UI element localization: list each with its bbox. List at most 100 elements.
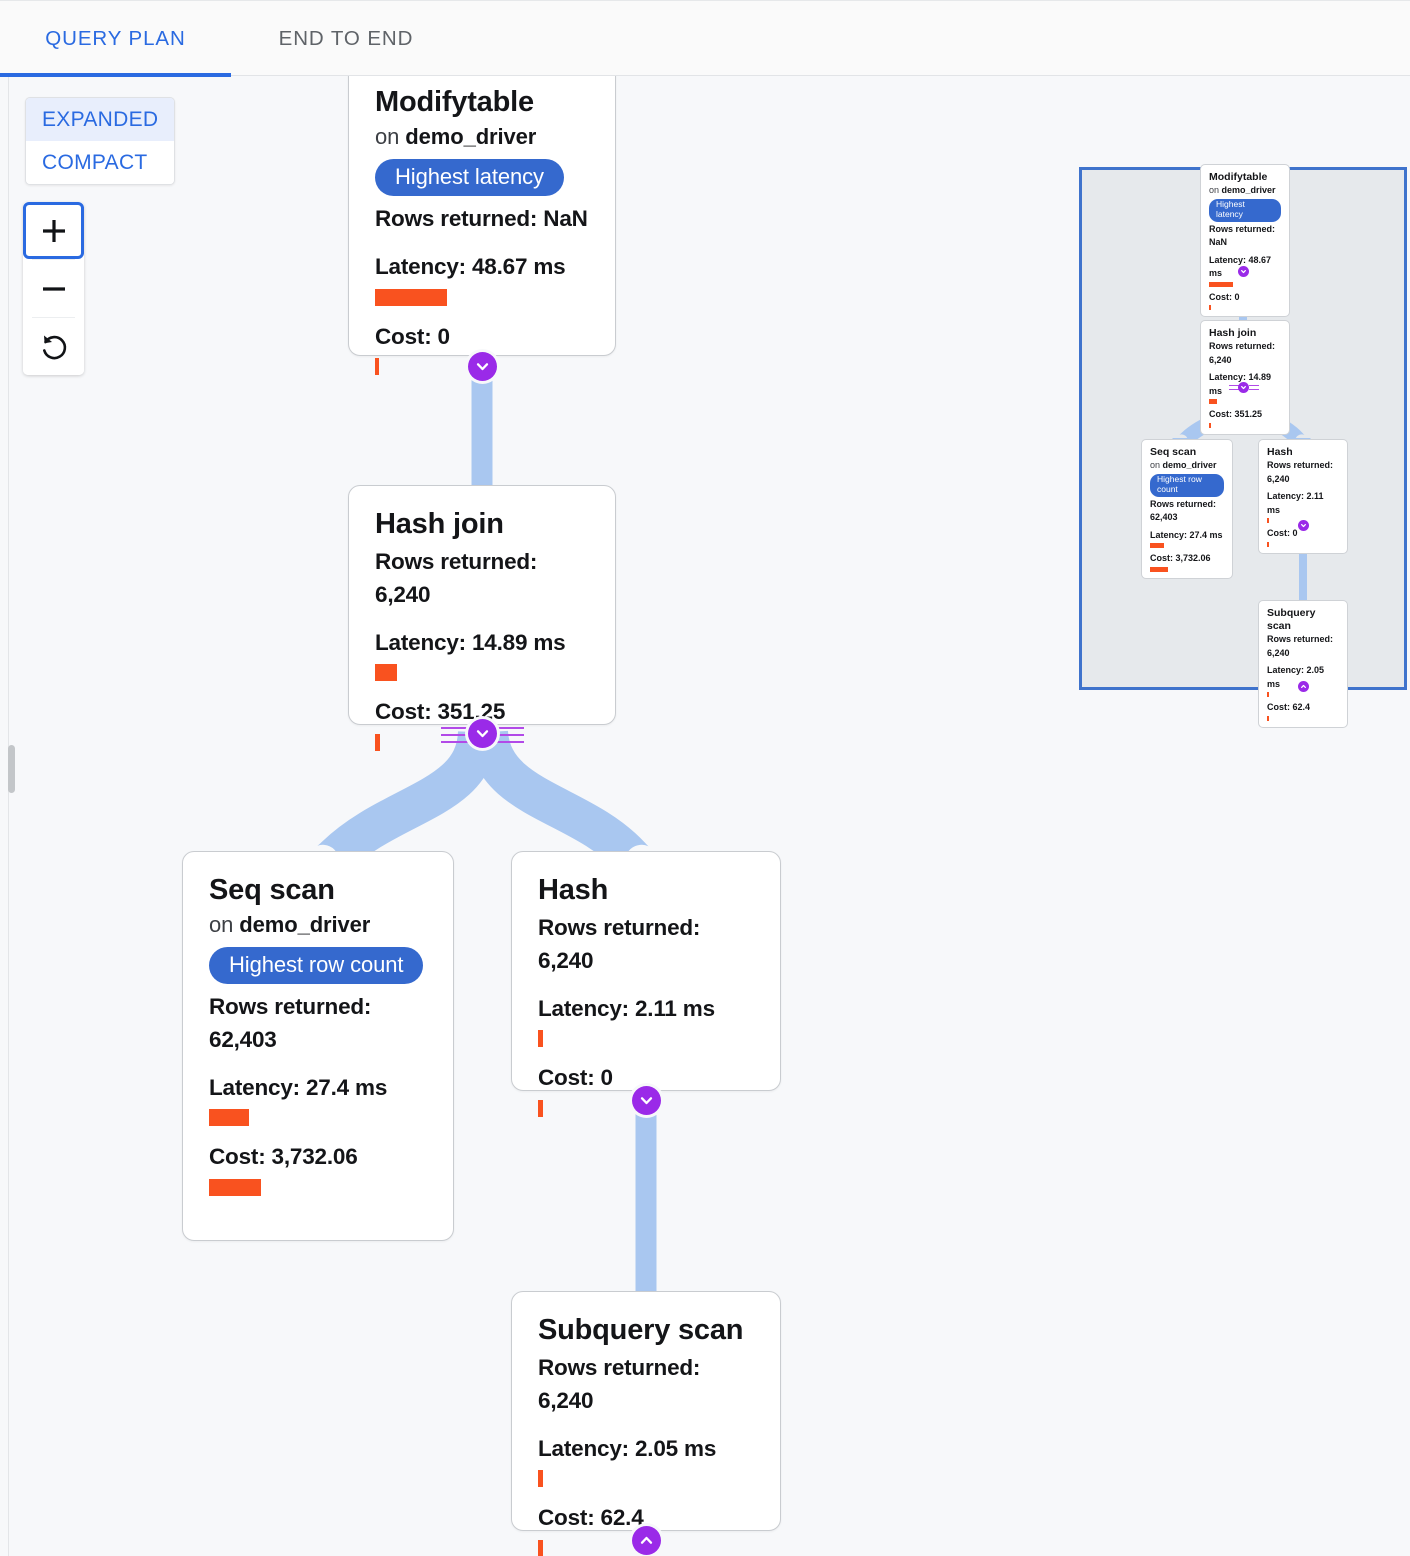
latency-bar xyxy=(538,1470,543,1488)
node-title: Subquery scan xyxy=(538,1314,744,1346)
tab-query-plan[interactable]: QUERY PLAN xyxy=(0,1,231,77)
join-line-right-2 xyxy=(496,734,524,736)
minimap-node-title: Hash xyxy=(1267,446,1293,458)
collapse-toggle-hash[interactable] xyxy=(632,1086,661,1115)
minimap-chevron-modifytable xyxy=(1238,266,1249,277)
latency-bar xyxy=(209,1109,249,1127)
minimap-cost-bar xyxy=(1150,566,1168,572)
plan-node-seq-scan[interactable]: Seq scan on demo_driver Highest row coun… xyxy=(182,851,454,1241)
reset-counterclockwise-icon xyxy=(42,335,66,359)
spacer xyxy=(375,306,589,321)
minimap-relation-name: demo_driver xyxy=(1221,185,1276,196)
spacer xyxy=(538,1047,754,1062)
minimap-rows: Rows returned: 6,240 xyxy=(1209,341,1276,365)
minimap-cost: Cost: 0 xyxy=(1209,291,1240,302)
node-relation-name: demo_driver xyxy=(405,124,537,150)
node-cost: Cost: 62.4 xyxy=(538,1505,644,1531)
minimap-cost-bar xyxy=(1267,715,1269,721)
node-cost: Cost: 3,732.06 xyxy=(209,1144,358,1170)
latency-bar xyxy=(375,288,447,306)
tab-end-to-end[interactable]: END TO END xyxy=(231,1,461,77)
minimap-cost: Cost: 3,732.06 xyxy=(1150,553,1211,564)
chevron-up-icon xyxy=(1301,684,1306,689)
cost-bar xyxy=(538,1539,543,1556)
node-relation-prefix: on xyxy=(209,912,234,938)
expand-toggle-subquery-scan[interactable] xyxy=(632,1526,661,1555)
join-line-left-1 xyxy=(441,727,469,729)
reset-view-button[interactable] xyxy=(23,318,84,375)
minimap-latency-bar xyxy=(1267,692,1269,698)
minimap-latency: Latency: 48.67 ms xyxy=(1209,254,1272,279)
cost-bar xyxy=(375,733,380,751)
plus-icon xyxy=(42,219,65,242)
minimap-chevron-hash-join xyxy=(1238,382,1249,393)
minimap-join-line-left xyxy=(1229,385,1239,386)
node-relation: on demo_driver xyxy=(375,124,589,150)
minimap-badge: Highest latency xyxy=(1209,198,1281,222)
minimap-viewport[interactable]: Modifytable on demo_driver Highest laten… xyxy=(1079,164,1407,728)
minimap-join-line-right-2 xyxy=(1249,389,1259,390)
minimap-node-title: Subquery scan xyxy=(1267,607,1316,633)
spacer xyxy=(375,612,589,627)
node-latency: Latency: 14.89 ms xyxy=(375,629,566,655)
node-rows-returned: Rows returned: 6,240 xyxy=(538,915,701,973)
zoom-out-button[interactable] xyxy=(23,260,84,317)
node-title: Hash join xyxy=(375,508,504,540)
minimap-rows: Rows returned: NaN xyxy=(1209,223,1276,248)
node-rows-returned: Rows returned: 6,240 xyxy=(538,1355,701,1413)
minimap-node-subquery-scan[interactable]: Subquery scan Rows returned: 6,240 Laten… xyxy=(1258,600,1348,728)
node-title: Hash xyxy=(538,874,609,906)
minimap-relation-prefix: on xyxy=(1209,185,1220,196)
view-mode-compact[interactable]: COMPACT xyxy=(26,141,174,184)
node-relation-prefix: on xyxy=(375,124,400,150)
minimap-node-title: Modifytable xyxy=(1209,171,1268,183)
minimap-node-hash[interactable]: Hash Rows returned: 6,240 Latency: 2.11 … xyxy=(1258,439,1348,554)
chevron-down-icon xyxy=(1301,523,1306,528)
edge-hashjoin-seqscan xyxy=(262,728,478,861)
plan-node-hash-join[interactable]: Hash join Rows returned: 6,240 Latency: … xyxy=(348,485,616,751)
node-rows-returned: Rows returned: 62,403 xyxy=(209,994,372,1053)
node-latency: Latency: 48.67 ms xyxy=(375,254,566,280)
minimap-node-seq-scan[interactable]: Seq scan on demo_driver Highest row coun… xyxy=(1141,439,1233,579)
plan-node-modifytable[interactable]: Modifytable on demo_driver Highest laten… xyxy=(348,76,616,376)
edge-hashjoin-hash-stroke xyxy=(468,729,666,885)
graph-canvas[interactable]: EXPANDED COMPACT xyxy=(0,76,1410,1556)
plan-node-subquery-scan[interactable]: Subquery scan Rows returned: 6,240 Laten… xyxy=(511,1291,781,1556)
collapse-toggle-hash-join[interactable] xyxy=(468,719,497,748)
minimap-chevron-hash xyxy=(1298,520,1309,531)
join-line-right-1 xyxy=(496,727,524,729)
tab-active-underline xyxy=(0,73,231,77)
minimap-cost: Cost: 351.25 xyxy=(1209,409,1263,420)
node-rows-returned: Rows returned: 6,240 xyxy=(375,549,538,607)
chevron-down-icon xyxy=(640,1097,653,1105)
plan-node-hash[interactable]: Hash Rows returned: 6,240 Latency: 2.11 … xyxy=(511,851,781,1117)
edge-hashjoin-seqscan-stroke xyxy=(298,730,498,885)
minimap-join-line-right xyxy=(1249,385,1259,386)
zoom-in-button[interactable] xyxy=(23,202,84,259)
minimap-rows: Rows returned: 6,240 xyxy=(1267,460,1334,484)
cost-bar xyxy=(375,358,379,376)
collapse-toggle-modifytable[interactable] xyxy=(468,352,497,381)
chevron-up-icon xyxy=(640,1536,653,1544)
view-mode-expanded[interactable]: EXPANDED xyxy=(26,98,174,141)
minimap-node-modifytable[interactable]: Modifytable on demo_driver Highest laten… xyxy=(1200,164,1290,318)
minimap-chevron-subquery-scan xyxy=(1298,681,1309,692)
vertical-scrollbar-thumb[interactable] xyxy=(8,745,15,793)
latency-bar xyxy=(538,1030,543,1048)
spacer xyxy=(538,1487,754,1502)
node-cost: Cost: 0 xyxy=(538,1065,613,1091)
minimap-node-hash-join[interactable]: Hash join Rows returned: 6,240 Latency: … xyxy=(1200,320,1290,435)
minimap-rows: Rows returned: 6,240 xyxy=(1267,634,1334,658)
cost-bar xyxy=(538,1099,543,1117)
node-latency: Latency: 2.05 ms xyxy=(538,1435,717,1461)
view-mode-toggle[interactable]: EXPANDED COMPACT xyxy=(25,97,175,185)
minimap-latency: Latency: 2.11 ms xyxy=(1267,491,1324,515)
cost-bar xyxy=(209,1178,261,1196)
left-rail-divider xyxy=(8,77,9,1556)
node-relation: on demo_driver xyxy=(209,912,427,938)
minimap-badge: Highest row count xyxy=(1150,473,1224,497)
minimap-node-relation: on demo_driver xyxy=(1209,184,1281,198)
minimap-cost: Cost: 0 xyxy=(1267,528,1298,539)
zoom-controls xyxy=(23,202,84,375)
spacer xyxy=(209,1057,427,1072)
